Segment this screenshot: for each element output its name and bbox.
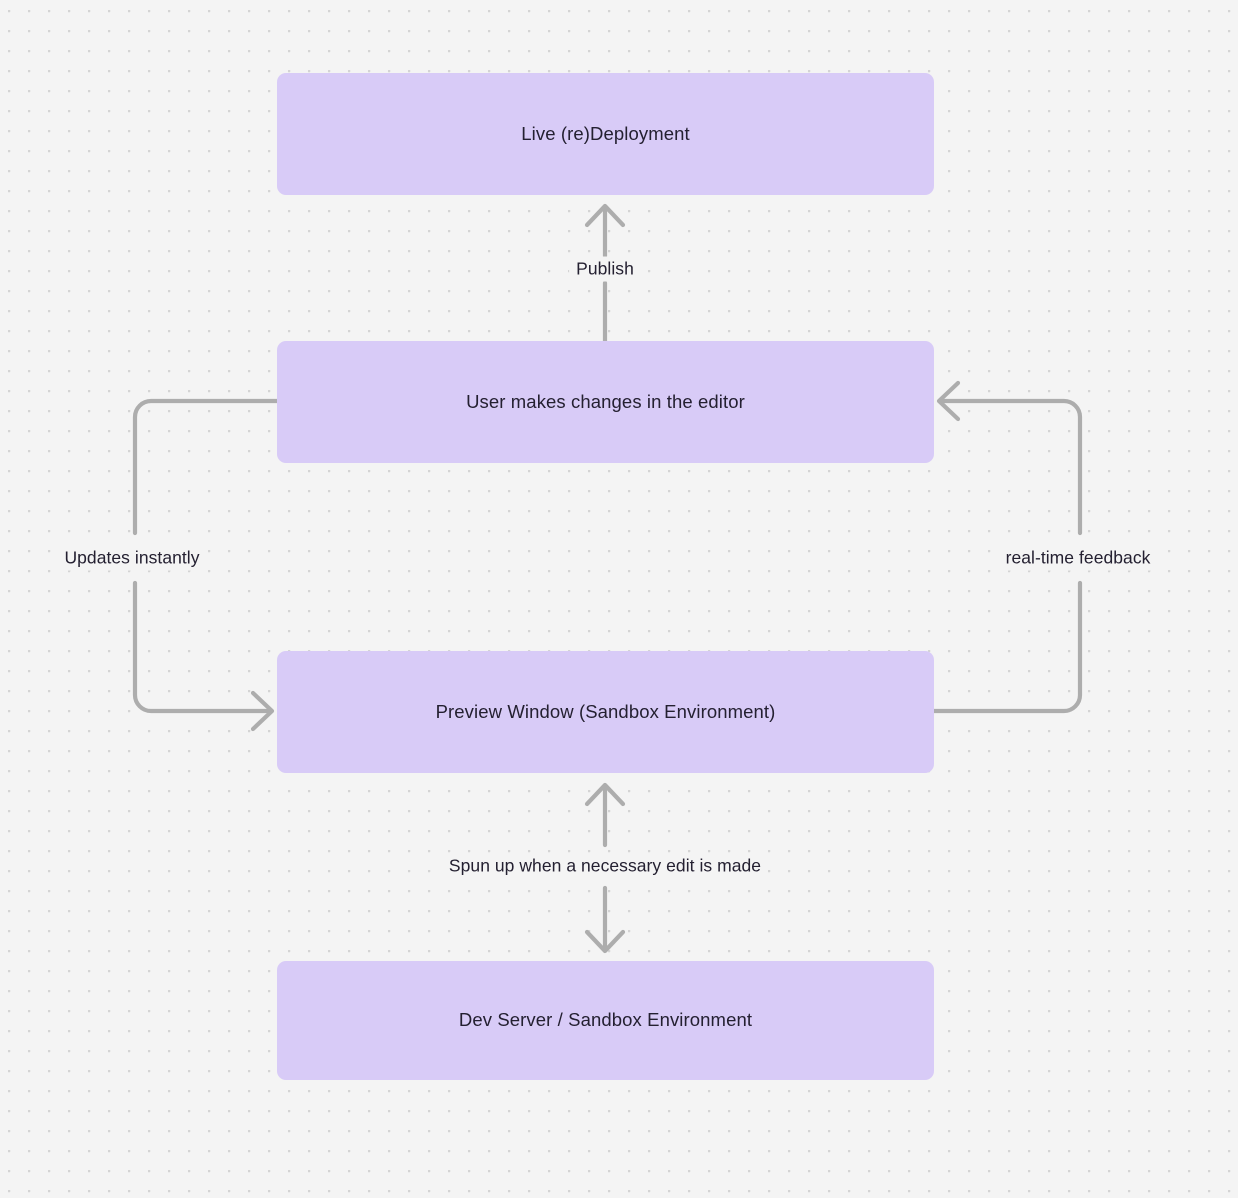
- node-label: Live (re)Deployment: [521, 122, 690, 144]
- node-label: Dev Server / Sandbox Environment: [458, 1009, 753, 1031]
- edge-label-spun-up: Spun up when a necessary edit is made: [441, 853, 769, 879]
- node-label: Preview Window (Sandbox Environment): [435, 700, 776, 722]
- node-user-edits[interactable]: User makes changes in the editor: [277, 341, 934, 463]
- edge-label-publish: Publish: [569, 256, 641, 282]
- edge-label-updates-instantly: Updates instantly: [57, 545, 207, 571]
- edge-label-real-time-feedback: real-time feedback: [998, 545, 1158, 571]
- node-dev-server[interactable]: Dev Server / Sandbox Environment: [277, 961, 934, 1080]
- node-preview-window[interactable]: Preview Window (Sandbox Environment): [277, 651, 934, 773]
- node-label: User makes changes in the editor: [466, 390, 745, 412]
- node-live-deployment[interactable]: Live (re)Deployment: [277, 73, 934, 195]
